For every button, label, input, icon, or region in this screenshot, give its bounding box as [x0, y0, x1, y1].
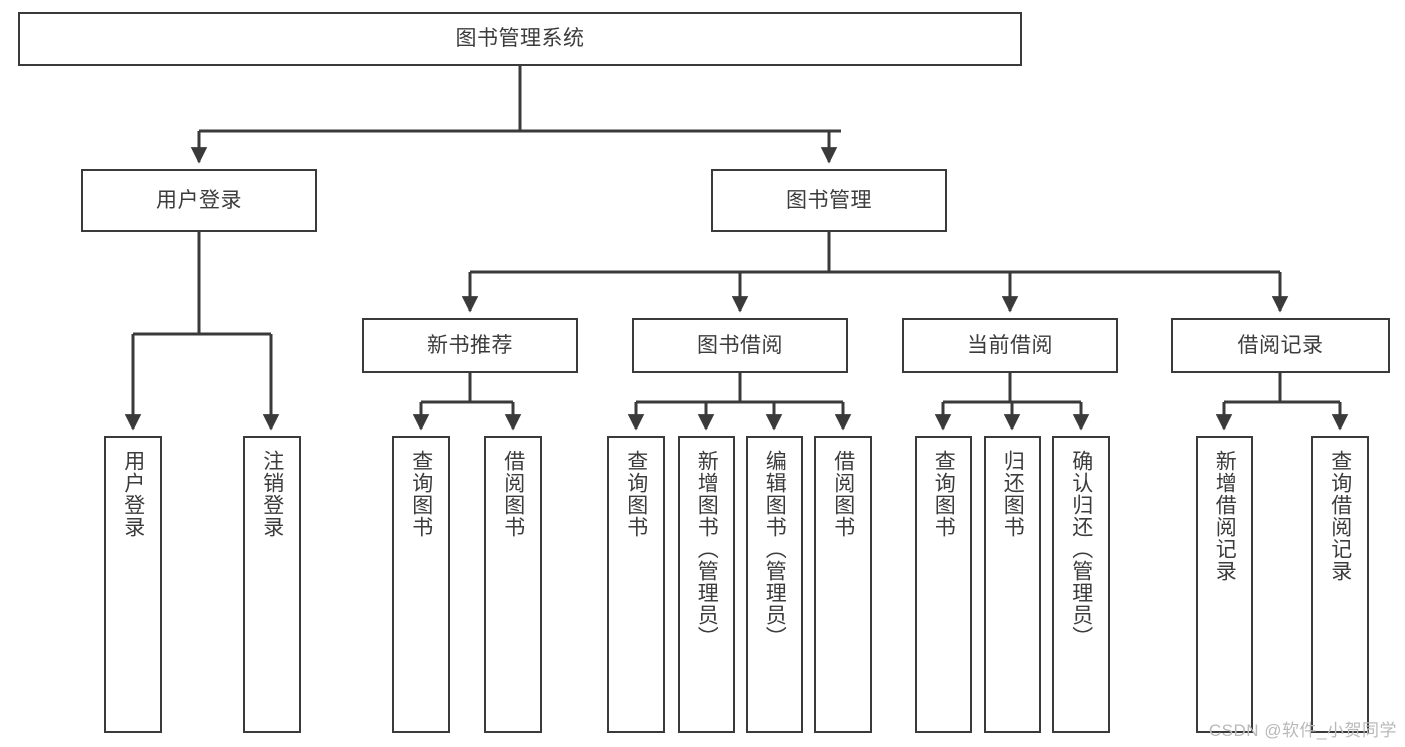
leaf-confirm-return-label: 确认归还（管理员）	[1069, 450, 1093, 648]
node-borrow-record-label: 借阅记录	[1237, 333, 1324, 357]
leaf-query-book-2-label: 查询图书	[624, 450, 648, 538]
leaf-query-record[interactable]: 查询借阅记录	[1311, 436, 1369, 733]
leaf-confirm-return[interactable]: 确认归还（管理员）	[1052, 436, 1110, 733]
leaf-query-book-1-label: 查询图书	[409, 450, 433, 538]
node-book-manage[interactable]: 图书管理	[711, 169, 947, 232]
node-root[interactable]: 图书管理系统	[18, 12, 1022, 66]
leaf-query-book-3[interactable]: 查询图书	[915, 436, 972, 733]
leaf-query-book-3-label: 查询图书	[932, 450, 956, 538]
leaf-add-book-label: 新增图书（管理员）	[695, 450, 719, 648]
leaf-add-record[interactable]: 新增借阅记录	[1196, 436, 1253, 733]
node-book-borrow[interactable]: 图书借阅	[632, 318, 848, 373]
node-user-login[interactable]: 用户登录	[81, 169, 317, 232]
csdn-watermark: CSDN @软件_小贺同学	[1208, 721, 1397, 740]
leaf-logout[interactable]: 注销登录	[243, 436, 301, 733]
leaf-add-record-label: 新增借阅记录	[1213, 450, 1237, 582]
leaf-borrow-book-1[interactable]: 借阅图书	[484, 436, 542, 733]
node-current-borrow-label: 当前借阅	[967, 333, 1053, 357]
leaf-borrow-book-2-label: 借阅图书	[831, 450, 855, 538]
node-book-borrow-label: 图书借阅	[697, 333, 783, 357]
leaf-logout-label: 注销登录	[260, 450, 284, 538]
node-root-label: 图书管理系统	[455, 27, 585, 51]
leaf-query-book-1[interactable]: 查询图书	[392, 436, 450, 733]
leaf-user-login[interactable]: 用户登录	[104, 436, 162, 733]
node-borrow-record[interactable]: 借阅记录	[1171, 318, 1390, 373]
node-new-book-rec[interactable]: 新书推荐	[362, 318, 578, 373]
node-user-login-label: 用户登录	[156, 188, 242, 212]
leaf-borrow-book-1-label: 借阅图书	[501, 450, 525, 538]
leaf-borrow-book-2[interactable]: 借阅图书	[814, 436, 872, 733]
leaf-edit-book-label: 编辑图书（管理员）	[763, 450, 787, 648]
leaf-return-book-label: 归还图书	[1001, 450, 1025, 538]
leaf-edit-book[interactable]: 编辑图书（管理员）	[746, 436, 803, 733]
node-current-borrow[interactable]: 当前借阅	[902, 318, 1118, 373]
leaf-user-login-label: 用户登录	[121, 450, 145, 538]
node-new-book-rec-label: 新书推荐	[427, 333, 513, 357]
node-book-manage-label: 图书管理	[786, 188, 872, 212]
leaf-return-book[interactable]: 归还图书	[984, 436, 1041, 733]
leaf-query-book-2[interactable]: 查询图书	[607, 436, 665, 733]
leaf-query-record-label: 查询借阅记录	[1328, 450, 1352, 582]
leaf-add-book[interactable]: 新增图书（管理员）	[678, 436, 735, 733]
